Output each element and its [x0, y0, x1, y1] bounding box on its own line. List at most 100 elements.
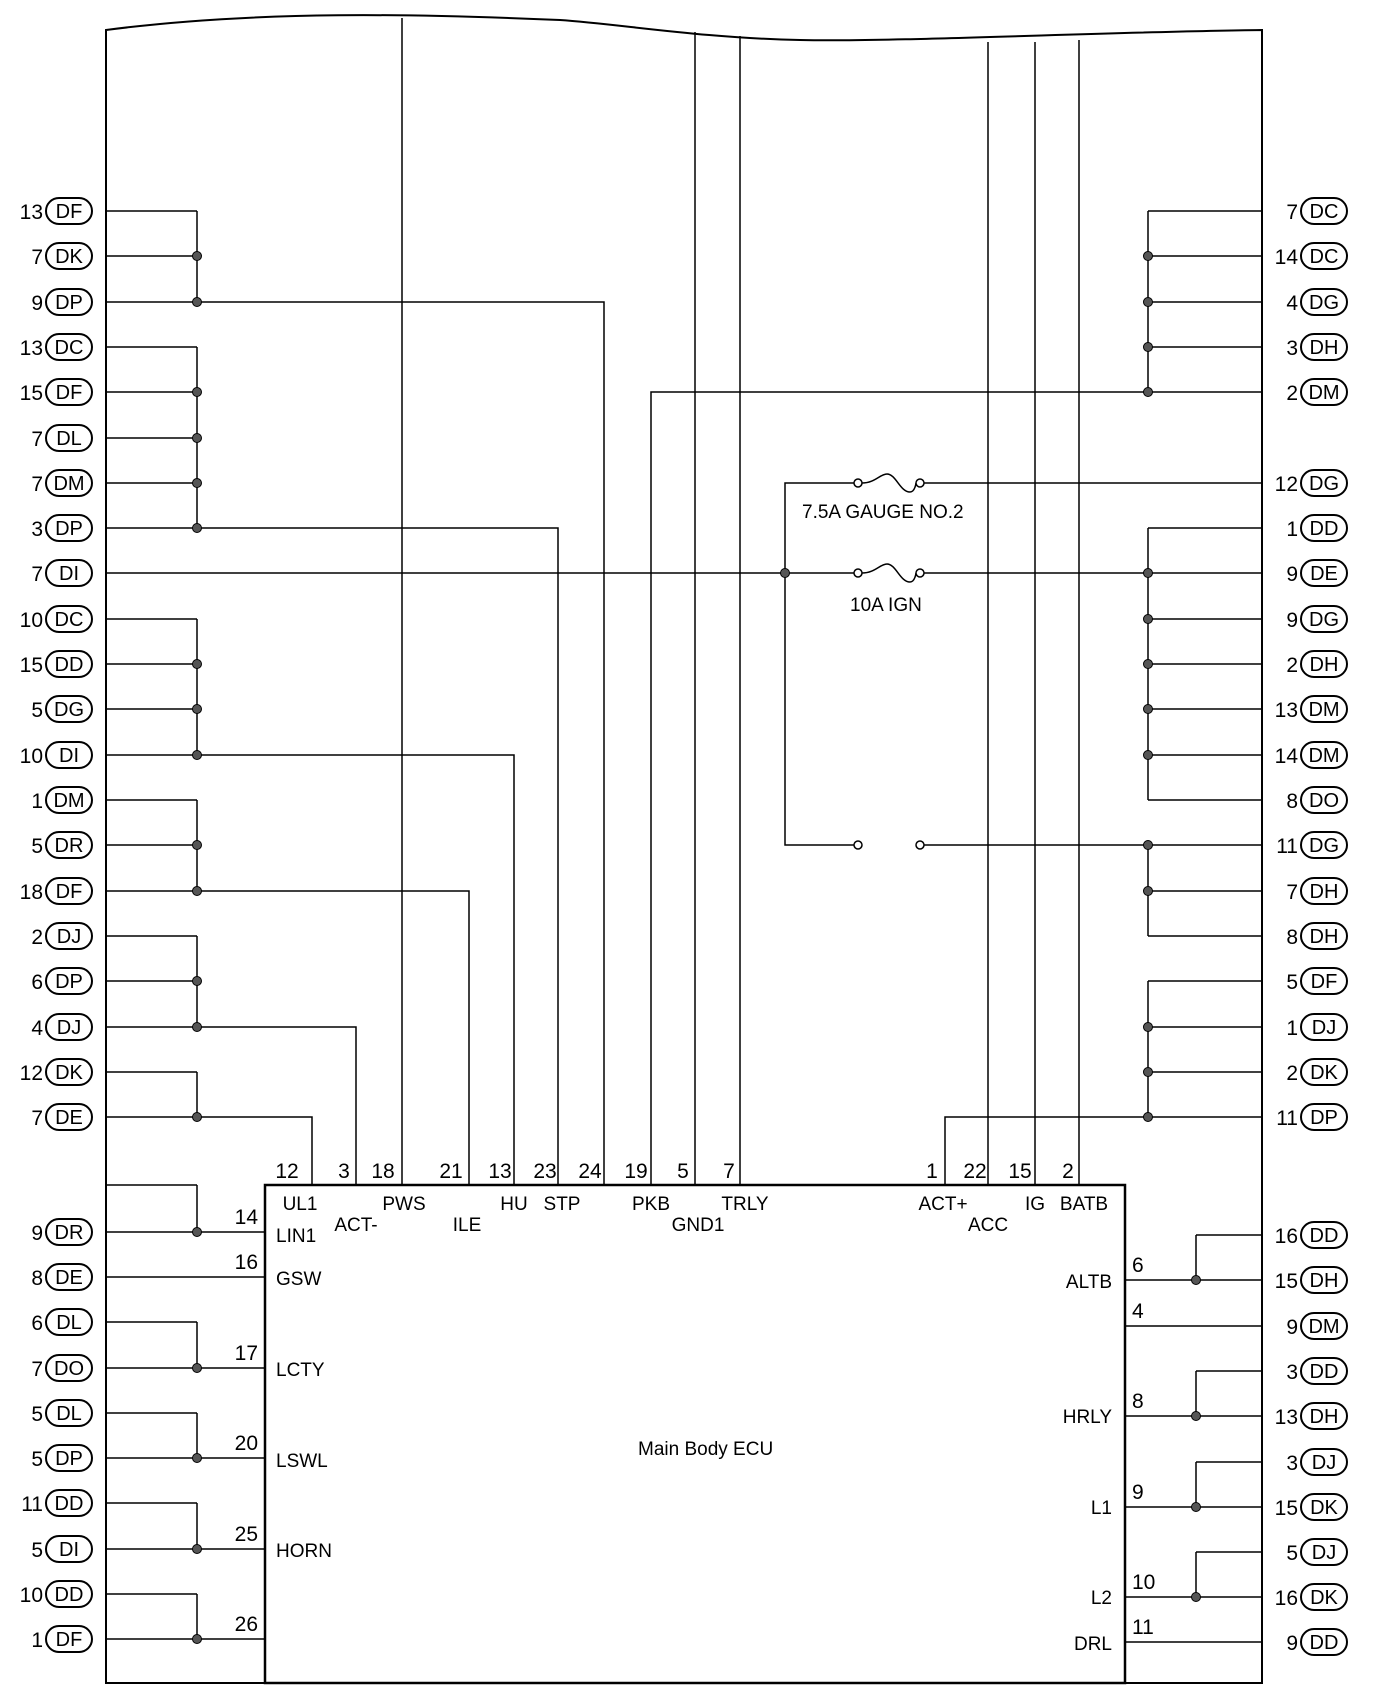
connector-code: DE [55, 1267, 83, 1289]
ecu-signal-name: L2 [1091, 1588, 1112, 1609]
connector-code: DK [1310, 1587, 1338, 1609]
connector-code: DH [1310, 1406, 1339, 1428]
connector-label: DM9 [1286, 1312, 1348, 1340]
ecu-signal-name: GND1 [672, 1215, 725, 1236]
connector-label: DJ 1 [1286, 1013, 1348, 1041]
junction-dot [192, 1544, 202, 1554]
connector-pin-number: 7 [31, 1358, 43, 1381]
connector-label: DG4 [1286, 288, 1348, 316]
connector-code: DO [1309, 790, 1339, 812]
junction-dot [1191, 1411, 1201, 1421]
ecu-signal-name: LIN1 [276, 1226, 316, 1247]
connector-oval [1300, 333, 1348, 361]
connector-label: DF1 [31, 1625, 93, 1653]
connector-label: DJ5 [1286, 1538, 1348, 1566]
connector-pin-number: 3 [1286, 1361, 1298, 1384]
fuse-terminal [853, 478, 863, 488]
connector-pin-number: 6 [31, 1312, 43, 1335]
connector-label: DH3 [1286, 333, 1348, 361]
connector-pin-number: 14 [1275, 745, 1299, 768]
fuse-label: 7.5A GAUGE NO.2 [802, 502, 964, 523]
ecu-signal-name: HORN [276, 1541, 332, 1562]
junction-dot [1143, 840, 1153, 850]
connector-pin-number: 7 [31, 1107, 43, 1130]
connector-pin-number: 7 [31, 428, 43, 451]
connector-oval [45, 650, 93, 678]
connector-code: DP [55, 1448, 83, 1470]
connector-oval [45, 469, 93, 497]
fuse-terminal [853, 568, 863, 578]
junction-dot [192, 478, 202, 488]
junction-dot [1143, 297, 1153, 307]
junction-dot [1143, 1067, 1153, 1077]
connector-oval [45, 197, 93, 225]
connector-pin-number: 1 [1286, 518, 1298, 541]
junction-dot [1191, 1275, 1201, 1285]
connector-oval [1300, 1448, 1348, 1476]
junction-dot [780, 568, 790, 578]
connector-pin-number: 15 [1275, 1270, 1298, 1293]
junction-dot [192, 297, 202, 307]
junction-dot [1143, 1112, 1153, 1122]
connector-pin-number: 2 [1286, 382, 1298, 405]
connector-code: DJ [1312, 1017, 1336, 1039]
junction-dot [192, 976, 202, 986]
connector-pin-number: 3 [1286, 337, 1298, 360]
ecu-pin-number: 21 [439, 1160, 462, 1183]
junction-dot [192, 523, 202, 533]
connector-label: DR9 [31, 1218, 93, 1246]
ecu-signal-name: ACT- [334, 1215, 377, 1236]
connector-pin-number: 13 [20, 201, 43, 224]
connector-code: DK [1310, 1497, 1338, 1519]
junction-dot [1143, 342, 1153, 352]
ecu-pin-number: 8 [1132, 1390, 1144, 1413]
ecu-pin-number: 3 [338, 1160, 350, 1183]
connector-oval [1300, 1402, 1348, 1430]
connector-code: DO [54, 1358, 84, 1380]
connector-pin-number: 9 [31, 1222, 43, 1245]
left-connector-labels: DF13DK7DP9DC13DF15DL7DM7DP3DI7DC10DD15DG… [20, 197, 93, 1653]
connector-code: DM [53, 473, 84, 495]
connector-pin-number: 8 [31, 1267, 43, 1290]
connector-oval [45, 242, 93, 270]
connector-pin-number: 16 [1275, 1225, 1298, 1248]
connector-code: DF [56, 201, 83, 223]
ecu-pin-number: 20 [235, 1432, 258, 1455]
connector-code: DJ [57, 926, 81, 948]
connector-label: DH7 [1286, 877, 1348, 905]
connector-pin-number: 10 [20, 745, 43, 768]
dm2-to-pin19 [650, 391, 1262, 1185]
connector-code: DC [55, 609, 84, 631]
ecu-signal-name: L1 [1091, 1498, 1112, 1519]
connector-pin-number: 1 [1286, 1017, 1298, 1040]
ecu-signal-name: IG [1025, 1194, 1045, 1215]
connector-pin-number: 1 [31, 1629, 43, 1652]
connector-oval [45, 605, 93, 633]
connector-pin-number: 5 [31, 1448, 43, 1471]
connector-oval [1300, 514, 1348, 542]
connector-oval [45, 877, 93, 905]
connector-code: DC [1310, 201, 1339, 223]
ecu-signal-name: ALTB [1066, 1272, 1112, 1293]
connector-oval [1300, 1013, 1348, 1041]
connector-code: DG [1309, 473, 1339, 495]
connector-label: DH2 [1286, 650, 1348, 678]
ecu-signal-name: DRL [1074, 1634, 1112, 1655]
junction-dot [1143, 886, 1153, 896]
connector-label: DR5 [31, 831, 93, 859]
connector-label: DL6 [31, 1308, 93, 1336]
connector-code: DG [1309, 835, 1339, 857]
connector-code: DF [1311, 971, 1338, 993]
ecu-pin-number: 12 [275, 1160, 298, 1183]
connector-label: DD3 [1286, 1357, 1348, 1385]
connector-label: DK2 [1286, 1058, 1348, 1086]
